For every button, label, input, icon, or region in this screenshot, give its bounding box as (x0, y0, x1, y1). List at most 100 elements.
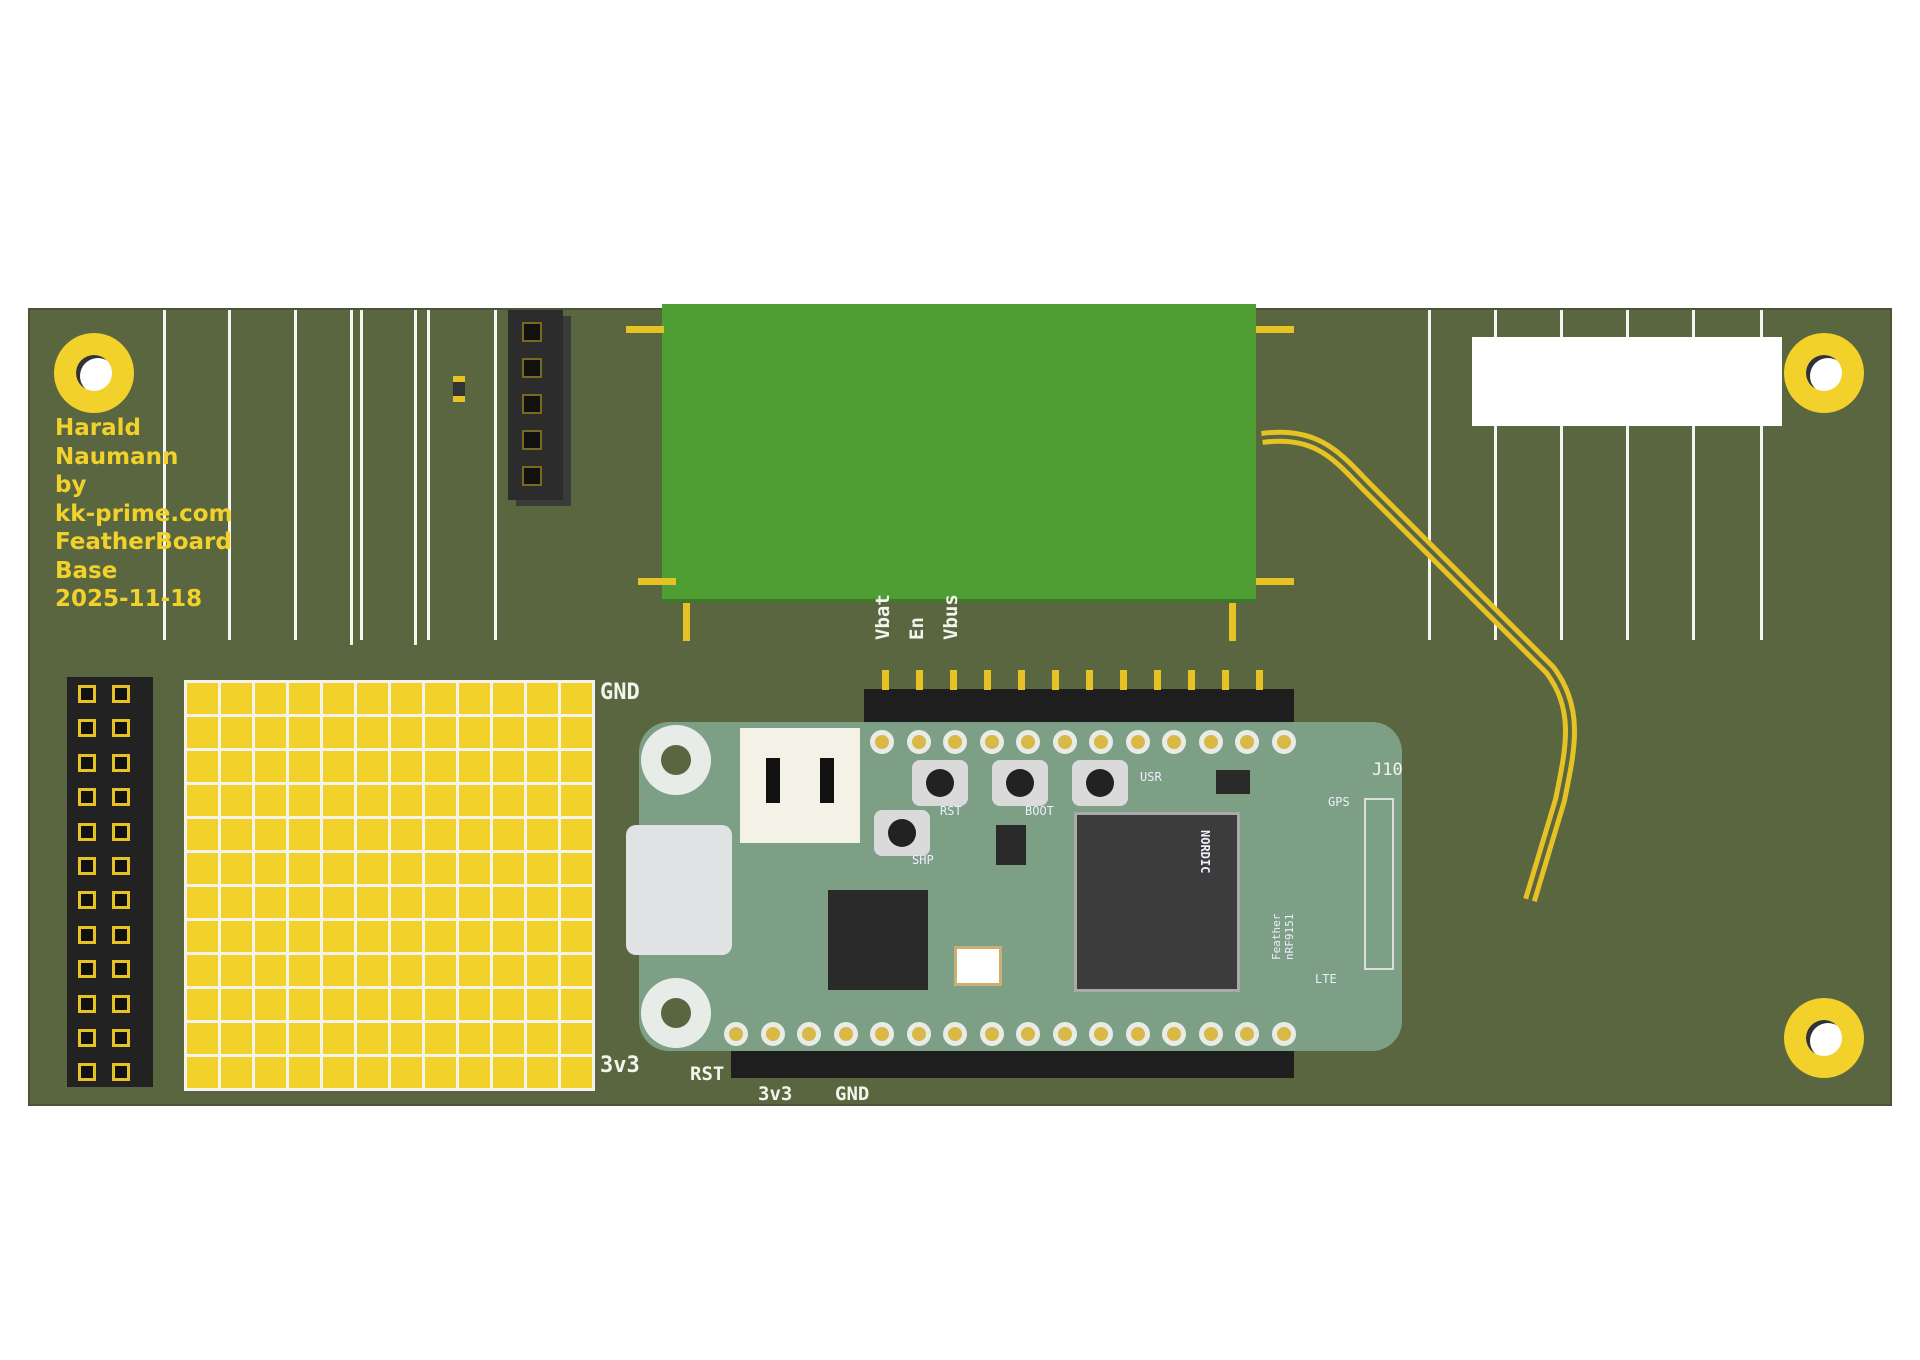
proto-pad (187, 751, 218, 782)
silk-line (1760, 310, 1763, 640)
proto-pad (255, 717, 286, 748)
proto-pad (289, 819, 320, 850)
proto-pad (255, 785, 286, 816)
proto-pad (357, 1023, 388, 1054)
proto-pad (289, 1057, 320, 1088)
proto-pad (561, 683, 592, 714)
proto-pad (561, 751, 592, 782)
header-pin (78, 788, 96, 807)
proto-pad (493, 1023, 524, 1054)
proto-pad (527, 853, 558, 884)
proto-pad (187, 853, 218, 884)
proto-pad (391, 717, 422, 748)
mounting-hole-top-left (54, 333, 134, 413)
proto-pad (425, 955, 456, 986)
proto-pad (459, 853, 490, 884)
proto-pad (493, 955, 524, 986)
proto-pad (561, 853, 592, 884)
proto-pad (187, 1023, 218, 1054)
proto-pad (459, 921, 490, 952)
header-pin (112, 994, 130, 1013)
header-pin (78, 891, 96, 910)
header-pin (78, 822, 96, 841)
proto-pad (459, 1023, 490, 1054)
silk-line (350, 310, 353, 645)
proto-pad (357, 819, 388, 850)
header-pin-top (1086, 670, 1093, 690)
silk-line (294, 310, 297, 640)
header-pin (78, 1063, 96, 1082)
usb-c-connector (626, 825, 732, 955)
proto-pad (357, 785, 388, 816)
proto-pad (561, 921, 592, 952)
proto-pad (425, 785, 456, 816)
proto-pad (493, 717, 524, 748)
proto-pad (357, 887, 388, 918)
gnd-label: GND (600, 680, 640, 705)
proto-pad (561, 1057, 592, 1088)
proto-pad (493, 751, 524, 782)
usr-button[interactable] (1072, 760, 1128, 806)
proto-pad (391, 683, 422, 714)
proto-pad (221, 989, 252, 1020)
proto-pad (289, 751, 320, 782)
lte-label: LTE (1315, 972, 1337, 986)
proto-pad (493, 683, 524, 714)
proto-pad (391, 1023, 422, 1054)
feather-pin (1052, 730, 1077, 754)
boot-button[interactable] (992, 760, 1048, 806)
proto-pad (221, 717, 252, 748)
credit-text: Harald Naumann by kk-prime.com FeatherBo… (55, 414, 233, 614)
proto-pad (221, 853, 252, 884)
rst-btn-label: RST (940, 804, 962, 818)
feather-pin (1162, 730, 1186, 754)
3v3-label: 3v3 (600, 1053, 640, 1078)
rst-button[interactable] (912, 760, 968, 806)
prototyping-grid (184, 680, 595, 1091)
shp-btn-label: SHP (912, 853, 934, 867)
proto-pad (323, 751, 354, 782)
feather-pin (1198, 730, 1223, 754)
proto-pad (527, 955, 558, 986)
proto-pad (323, 853, 354, 884)
crystal (954, 946, 1002, 986)
shp-button[interactable] (874, 810, 930, 856)
proto-pad (255, 751, 286, 782)
feather-pin (906, 730, 931, 754)
proto-pad (459, 785, 490, 816)
proto-pad (425, 887, 456, 918)
proto-pad (221, 921, 252, 952)
feather-pin (870, 1022, 894, 1046)
header-pin (112, 753, 130, 772)
feather-pin (906, 1022, 931, 1046)
label-area (1472, 337, 1782, 426)
proto-pad (221, 785, 252, 816)
gps-label: GPS (1328, 795, 1350, 809)
proto-pad (187, 683, 218, 714)
feather-pin (797, 1022, 821, 1046)
green-module (662, 304, 1256, 602)
proto-pad (323, 785, 354, 816)
proto-pad (561, 1023, 592, 1054)
header-pin-top (1256, 670, 1263, 690)
rst-label: RST (690, 1063, 725, 1085)
proto-pad (255, 887, 286, 918)
proto-pad (527, 751, 558, 782)
j10-label: J10 (1372, 760, 1403, 780)
proto-pad (493, 785, 524, 816)
header-pin (78, 994, 96, 1013)
proto-pad (255, 1057, 286, 1088)
silk-line (427, 310, 430, 640)
credit-line: Harald (55, 415, 141, 441)
header-pin-top (1052, 670, 1059, 690)
proto-pad (357, 751, 388, 782)
silk-line (1626, 310, 1629, 640)
proto-pad (187, 921, 218, 952)
proto-pad (323, 989, 354, 1020)
proto-pad (391, 785, 422, 816)
proto-pad (255, 921, 286, 952)
proto-pad (391, 819, 422, 850)
mounting-hole-top-right (1784, 333, 1864, 413)
vbat-label: Vbat (872, 594, 894, 640)
proto-pad (459, 819, 490, 850)
